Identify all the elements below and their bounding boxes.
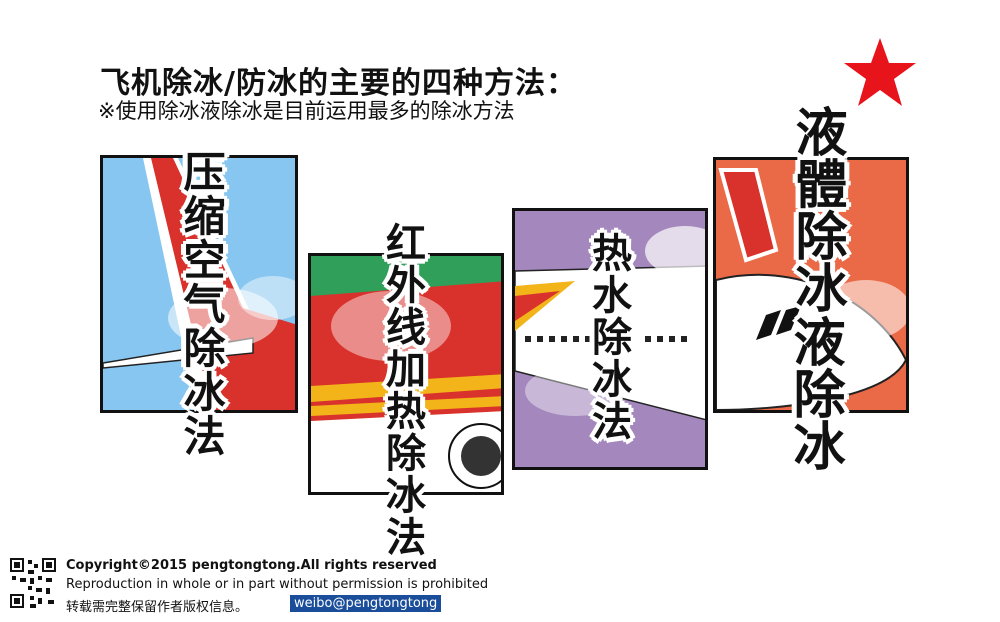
airplane-tail-illustration xyxy=(103,158,295,410)
panel-hot-water xyxy=(512,208,708,470)
label-fluid-col1: 液體除冰 xyxy=(786,105,847,313)
panel-infrared xyxy=(308,253,504,495)
airplane-engine-illustration xyxy=(311,281,501,492)
airplane-nose-illustration xyxy=(716,168,906,410)
airplane-fuselage-illustration xyxy=(515,226,705,421)
red-star-icon xyxy=(844,38,916,106)
label-compressed-air: 压缩空气除冰法 xyxy=(177,150,226,458)
weibo-handle-link[interactable]: weibo@pengtongtong xyxy=(290,595,442,612)
page-title: 飞机除冰/防冰的主要的四种方法： xyxy=(100,66,577,101)
copyright-text: Copyright©2015 pengtongtong.All rights r… xyxy=(66,558,437,573)
qr-code-icon xyxy=(8,556,58,610)
reproduction-notice: Reproduction in whole or in part without… xyxy=(66,577,489,592)
repost-notice: 转载需完整保留作者版权信息。 xyxy=(66,600,249,615)
panel-compressed-air xyxy=(100,155,298,413)
label-fluid-col2: 液除冰 xyxy=(784,315,845,471)
label-infrared: 红外线加热除冰法 xyxy=(379,222,425,558)
page-subtitle: ※使用除冰液除冰是目前运用最多的除冰方法 xyxy=(98,99,515,123)
label-hot-water: 热水除冰法 xyxy=(585,232,631,442)
panel-fluid xyxy=(713,157,909,413)
